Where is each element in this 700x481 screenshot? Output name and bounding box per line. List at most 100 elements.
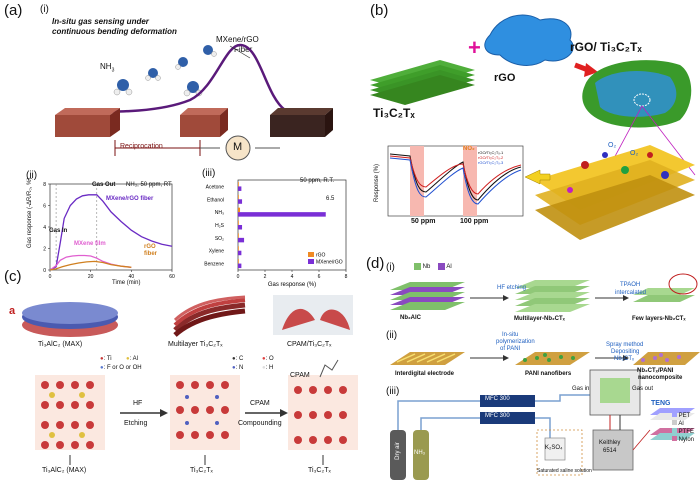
d-spray-2: Depositing: [611, 349, 640, 355]
bar-category-label: NH₃: [215, 210, 224, 216]
series-mxenefilm: [49, 254, 132, 271]
panel-c-label: (c): [4, 268, 22, 285]
panel-d-sub-i: (i): [386, 262, 395, 273]
ii-gas-in: Gas In: [49, 228, 68, 234]
legend-swatch: [308, 252, 314, 257]
d-leg-nylon: Nylon: [672, 436, 694, 443]
c-legend-n: ●: N: [232, 365, 244, 371]
bar-rgo: [238, 233, 239, 238]
y-tick-label: 4: [43, 225, 46, 231]
panel-a-label: (a): [4, 2, 23, 19]
bar-mxenergo: [238, 212, 326, 217]
iii-annot: 6.5: [326, 196, 335, 202]
c-legend-ti: ●: Ti: [100, 356, 112, 362]
composite-label: rGO/ Ti₃C₂Tₓ: [570, 40, 642, 54]
b-ylabel: Response (%): [374, 163, 381, 203]
b-50ppm-label: 50 ppm: [411, 218, 436, 225]
nh3-molecule-icon: [113, 45, 217, 97]
c-bottom-max: Ti₃AlC₂ (MAX): [42, 467, 87, 474]
ii-gas-out: Gas Out: [92, 182, 116, 188]
bending-setup-illustration: [55, 43, 333, 161]
d-nb-legend: Nb: [414, 263, 430, 270]
cpam-ti3c2tx-atomic-model: [288, 359, 358, 450]
panel-d-sub-ii: (ii): [386, 330, 398, 341]
c-bottom-ti1: Ti₃C₂Tₓ: [190, 467, 213, 474]
d-tpaoh-1: TPAOH: [620, 282, 641, 288]
x-tick-label: 4: [291, 274, 294, 280]
svg-text:O₂: O₂: [608, 142, 616, 149]
d-few-layers: Few layers-Nb₂CTₓ: [632, 316, 686, 322]
panel-a-sub-iii: (iii): [202, 168, 216, 179]
panel-c-small-a: a: [9, 305, 16, 317]
x-tick-label: 40: [129, 274, 135, 278]
ii-condition: NH₃, 50 ppm, RT: [126, 182, 172, 188]
x-tick-label: 2: [264, 274, 267, 280]
rgo-label: rGO: [494, 72, 516, 84]
d-mfc2: MFC 300: [485, 413, 510, 419]
d-nano-2: nanocomposite: [638, 375, 683, 381]
bar-rgo: [238, 259, 239, 264]
panel-d-label: (d): [366, 255, 385, 272]
c-legend-h: ●: H: [262, 365, 274, 371]
panel-a-title-1: In-situ gas sensing under: [52, 17, 149, 26]
bar-category-label: H₂S: [215, 223, 225, 229]
x-tick-label: 0: [237, 274, 240, 280]
c-multilayer-label: Multilayer Ti₃C₂Tₓ: [168, 341, 223, 348]
clamp-right: [270, 108, 333, 137]
bar-category-label: SO₂: [215, 236, 224, 242]
panel-a-sub-i: (i): [40, 4, 49, 15]
d-k2so4: K₂SO₄: [545, 445, 563, 451]
ti3c2tx-atomic-model: [170, 375, 240, 450]
bar-category-label: Acetone: [206, 184, 225, 190]
b-legend: rGO/Ti₃C₂Tₓ-1 rGO/Ti₃C₂Tₓ-2 rGO/Ti₃C₂Tₓ-…: [478, 150, 504, 165]
series-mxenergofiber: [49, 194, 173, 271]
x-tick-label: 20: [88, 274, 94, 278]
d-nh3: NH₃: [414, 450, 426, 456]
panel-d-sub-iii: (iii): [386, 386, 400, 397]
gas-label: NH3: [100, 62, 115, 74]
atomic-lattice-icon: [535, 145, 695, 240]
y-tick-label: 0: [43, 268, 46, 274]
bar-rgo: [238, 194, 239, 200]
legend-label: rGO: [316, 253, 326, 259]
c-legend-c: ●: C: [232, 356, 244, 362]
d-nb2alc: Nb₂AlC: [400, 315, 421, 321]
c-compounding: Compounding: [238, 420, 282, 427]
b-no2-label: NO₂: [463, 146, 475, 152]
bar-category-label: Xylene: [209, 249, 225, 255]
d-hf-etching: HF etching: [497, 285, 527, 291]
bar-mxenergo: [238, 263, 242, 269]
bar-category-label: Benzene: [204, 262, 224, 268]
d-gas-in: Gas in: [572, 386, 590, 392]
iii-condition: 50 ppm, R.T.: [300, 178, 335, 184]
y-tick-label: 8: [43, 182, 46, 188]
motor-label: M: [233, 141, 243, 153]
panel-b-label: (b): [370, 2, 389, 19]
x-tick-label: 60: [169, 274, 175, 278]
ii-film-label: MXene film: [74, 241, 106, 247]
cpam-synthesis-illustration: [22, 295, 358, 465]
bar-mxenergo: [238, 199, 243, 204]
legend-swatch: [308, 259, 314, 264]
d-al-legend: Al: [438, 263, 452, 270]
d-keithley-2: 6514: [603, 448, 617, 454]
d-mfc1: MFC 300: [485, 396, 510, 402]
d-interdigital: Interdigital electrode: [395, 371, 455, 377]
x-tick-label: 6: [318, 274, 321, 280]
no2-response-graph: [387, 145, 524, 217]
d-multilayer: Multilayer-Nb₂CTₓ: [514, 316, 565, 322]
svg-text:+: +: [468, 35, 481, 60]
c-hf: HF: [133, 400, 143, 407]
dry-air-cylinder: [390, 430, 406, 480]
c-legend-f: ●: F or O or OH: [100, 365, 142, 371]
reciprocation-label: Reciprocation: [120, 143, 163, 150]
c-bottom-ti2: Ti₃C₂Tₓ: [308, 467, 331, 474]
y-tick-label: 6: [43, 204, 46, 210]
bar-mxenergo: [238, 237, 245, 243]
c-legend-al: ●: Al: [126, 356, 138, 362]
bar-mxenergo: [238, 225, 243, 230]
bar-rgo: [238, 181, 239, 187]
ii-rgo-label: rGO fiber: [144, 244, 158, 257]
d-pani: PANI nanofibers: [525, 371, 572, 377]
